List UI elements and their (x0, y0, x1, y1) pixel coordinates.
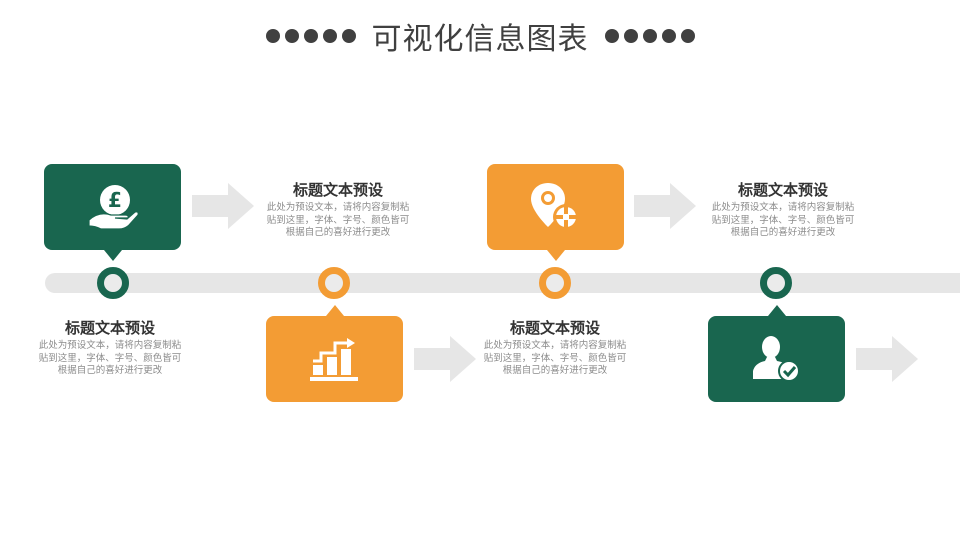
step-description: 此处为预设文本，请将内容复制粘 贴到这里，字体、字号、颜色皆可 根据自己的喜好进… (30, 340, 190, 378)
step-title: 标题文本预设 (737, 181, 828, 199)
pointer (103, 250, 122, 261)
timeline-node-1 (97, 267, 129, 299)
growth-bar-chart-icon (309, 338, 358, 381)
timeline-node-2 (318, 267, 350, 299)
desc-line: 贴到这里，字体、字号、颜色皆可 (711, 214, 855, 226)
step-title: 标题文本预设 (509, 319, 600, 337)
timeline-node-4 (760, 267, 792, 299)
step-title: 标题文本预设 (64, 319, 155, 337)
dot-icon (623, 29, 638, 43)
dot-icon (642, 29, 657, 43)
desc-line: 根据自己的喜好进行更改 (502, 365, 608, 376)
dot-icon (322, 29, 337, 43)
pointer (325, 305, 344, 316)
timeline-track (45, 273, 960, 293)
dot-icon (303, 29, 318, 43)
desc-line: 贴到这里，字体、字号、颜色皆可 (483, 352, 627, 364)
step-1-card: £ (44, 164, 181, 261)
desc-line: 根据自己的喜好进行更改 (285, 227, 391, 238)
pound-coin-hand-icon: £ (87, 185, 139, 230)
desc-line: 贴到这里，字体、字号、颜色皆可 (38, 352, 182, 364)
step-description: 此处为预设文本，请将内容复制粘 贴到这里，字体、字号、颜色皆可 根据自己的喜好进… (703, 202, 863, 240)
step-description: 此处为预设文本，请将内容复制粘 贴到这里，字体、字号、颜色皆可 根据自己的喜好进… (258, 202, 418, 240)
desc-line: 此处为预设文本，请将内容复制粘 (483, 340, 627, 351)
arrow-right-icon (192, 183, 254, 229)
desc-line: 此处为预设文本，请将内容复制粘 (38, 340, 182, 351)
dot-icon (284, 29, 299, 43)
left-dots (265, 29, 356, 43)
step-4-card (708, 305, 845, 402)
dot-icon (680, 29, 695, 43)
dot-icon (265, 29, 280, 43)
step-3-text: 标题文本预设 此处为预设文本，请将内容复制粘 贴到这里，字体、字号、颜色皆可 根… (475, 318, 635, 378)
dot-icon (604, 29, 619, 43)
page-title: 可视化信息图表 (371, 22, 589, 57)
right-dots (604, 29, 695, 43)
header: 可视化信息图表 (0, 14, 960, 58)
arrow-right-icon (856, 336, 918, 382)
step-title: 标题文本预设 (292, 181, 383, 199)
timeline-node-3 (539, 267, 571, 299)
dot-icon (341, 29, 356, 43)
step-1-text: 标题文本预设 此处为预设文本，请将内容复制粘 贴到这里，字体、字号、颜色皆可 根… (30, 318, 190, 378)
desc-line: 贴到这里，字体、字号、颜色皆可 (266, 214, 410, 226)
step-4-text: 标题文本预设 此处为预设文本，请将内容复制粘 贴到这里，字体、字号、颜色皆可 根… (703, 180, 863, 240)
step-3-card (487, 164, 624, 261)
arrow-right-icon (414, 336, 476, 382)
step-2-text: 标题文本预设 此处为预设文本，请将内容复制粘 贴到这里，字体、字号、颜色皆可 根… (258, 180, 418, 240)
pointer (767, 305, 786, 316)
arrow-right-icon (634, 183, 696, 229)
desc-line: 根据自己的喜好进行更改 (730, 227, 836, 238)
user-check-icon (752, 336, 800, 382)
svg-text:£: £ (108, 188, 122, 212)
step-2-card (266, 305, 403, 402)
step-description: 此处为预设文本，请将内容复制粘 贴到这里，字体、字号、颜色皆可 根据自己的喜好进… (475, 340, 635, 378)
desc-line: 根据自己的喜好进行更改 (57, 365, 163, 376)
desc-line: 此处为预设文本，请将内容复制粘 (711, 202, 855, 213)
desc-line: 此处为预设文本，请将内容复制粘 (266, 202, 410, 213)
dot-icon (661, 29, 676, 43)
location-pin-target-icon (530, 183, 579, 230)
pointer (546, 250, 565, 261)
